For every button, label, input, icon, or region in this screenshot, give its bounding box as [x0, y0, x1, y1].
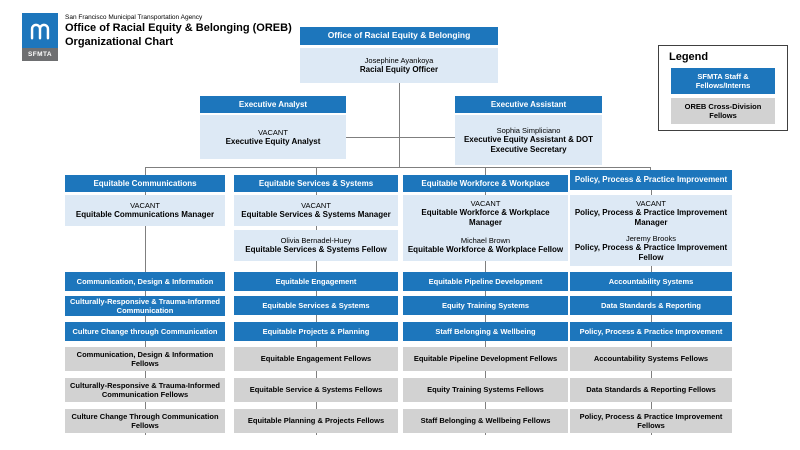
agency-name: San Francisco Municipal Transportation A… [65, 14, 203, 21]
person-name: Olivia Bernadel-Huey [280, 236, 352, 246]
division-header: Equitable Communications [65, 175, 225, 192]
page-title: San Francisco Municipal Transportation A… [65, 14, 292, 50]
division-header: Equitable Services & Systems [234, 175, 398, 192]
fellow-group-box: Communication, Design & Information Fell… [65, 347, 225, 371]
manager-card: VACANT Policy, Process & Practice Improv… [570, 195, 732, 232]
person-name: Sophia Simpliciano [496, 125, 561, 135]
fellow-card: Michael Brown Equitable Workforce & Work… [403, 230, 568, 261]
person-name: VACANT [636, 199, 666, 208]
person-name: VACANT [130, 201, 160, 211]
program-box: Culturally-Responsive & Trauma-Informed … [65, 296, 225, 316]
column-equitable-services-systems: Equitable Services & Systems VACANT Equi… [234, 170, 398, 445]
legend-item-fellows: OREB Cross-Division Fellows [671, 98, 775, 124]
program-box: Communication, Design & Information [65, 272, 225, 291]
person-role: Executive Equity Analyst [225, 136, 321, 146]
program-box: Equitable Engagement [234, 272, 398, 291]
person-name: VACANT [470, 199, 501, 208]
program-box: Culture Change through Communication [65, 322, 225, 341]
person-name: Jeremy Brooks [625, 234, 676, 243]
person-role: Equitable Communications Manager [75, 210, 215, 220]
legend-item-staff: SFMTA Staff & Fellows/Interns [671, 68, 775, 94]
connector-stub-col3 [485, 167, 486, 176]
program-box: Equity Training Systems [403, 296, 568, 315]
person-role: Policy, Process & Practice Improvement M… [574, 208, 728, 227]
connector-exec-horizontal [346, 137, 455, 138]
person-name: VACANT [258, 127, 288, 137]
program-box: Equitable Services & Systems [234, 296, 398, 315]
person-role: Equitable Services & Systems Manager [241, 210, 391, 220]
person-role: Policy, Process & Practice Improvement F… [574, 243, 728, 262]
person-role: Equitable Workforce & Workplace Fellow [407, 245, 564, 255]
fellow-card: Olivia Bernadel-Huey Equitable Services … [234, 230, 398, 261]
sfmta-m-icon [30, 23, 50, 39]
person-role: Racial Equity Officer [359, 65, 439, 75]
column-equitable-workforce-workplace: Equitable Workforce & Workplace VACANT E… [403, 170, 568, 445]
connector-stub-col1 [145, 167, 146, 176]
program-box: Accountability Systems [570, 272, 732, 291]
person-name: Josephine Ayankoya [364, 56, 434, 66]
connector-stub-col4 [650, 167, 651, 171]
connector-stub-col2 [316, 167, 317, 176]
exec-analyst-card: VACANT Executive Equity Analyst [200, 115, 346, 159]
connector-center-vertical [399, 83, 400, 167]
exec-analyst-header: Executive Analyst [200, 96, 346, 113]
manager-card: VACANT Equitable Communications Manager [65, 195, 225, 226]
fellow-group-box: Culturally-Responsive & Trauma-Informed … [65, 378, 225, 402]
fellow-group-box: Equitable Planning & Projects Fellows [234, 409, 398, 433]
division-header: Policy, Process & Practice Improvement [570, 170, 732, 190]
person-role: Executive Equity Assistant & DOT Executi… [463, 134, 594, 154]
manager-card: VACANT Equitable Services & Systems Mana… [234, 195, 398, 226]
exec-assistant-header: Executive Assistant [455, 96, 602, 113]
sfmta-logo: SFMTA [22, 13, 58, 61]
legend-title: Legend [669, 51, 709, 63]
program-box: Equitable Pipeline Development [403, 272, 568, 291]
legend: Legend SFMTA Staff & Fellows/Interns ORE… [658, 45, 788, 131]
fellow-group-box: Equitable Engagement Fellows [234, 347, 398, 371]
person-role: Equitable Workforce & Workplace Manager [421, 208, 550, 227]
program-box: Policy, Process & Practice Improvement [570, 322, 732, 341]
fellow-group-box: Staff Belonging & Wellbeing Fellows [403, 409, 568, 433]
person-name: VACANT [301, 201, 331, 211]
fellow-group-box: Policy, Process & Practice Improvement F… [570, 409, 732, 433]
connector-distribution-horizontal [145, 167, 651, 168]
fellow-group-box: Accountability Systems Fellows [570, 347, 732, 371]
sfmta-logo-text: SFMTA [22, 48, 58, 61]
division-header: Equitable Workforce & Workplace [403, 175, 568, 192]
program-box: Staff Belonging & Wellbeing [403, 322, 568, 341]
exec-assistant-card: Sophia Simpliciano Executive Equity Assi… [455, 115, 602, 165]
top-office-card: Josephine Ayankoya Racial Equity Officer [300, 48, 498, 83]
chart-title-line1: Office of Racial Equity & Belonging (ORE… [65, 22, 292, 35]
fellow-group-box: Data Standards & Reporting Fellows [570, 378, 732, 402]
person-name: Michael Brown [460, 236, 511, 246]
fellow-group-box: Equity Training Systems Fellows [403, 378, 568, 402]
fellow-card: Jeremy Brooks Policy, Process & Practice… [570, 230, 732, 267]
person-role: Equitable Services & Systems Fellow [245, 245, 387, 255]
column-equitable-communications: Equitable Communications VACANT Equitabl… [65, 170, 225, 445]
column-policy-process-practice: Policy, Process & Practice Improvement V… [570, 170, 732, 445]
chart-title-line2: Organizational Chart [65, 35, 174, 48]
manager-card: VACANT Equitable Workforce & Workplace M… [403, 195, 568, 232]
fellow-group-box: Equitable Service & Systems Fellows [234, 378, 398, 402]
fellow-group-box: Equitable Pipeline Development Fellows [403, 347, 568, 371]
top-office-header: Office of Racial Equity & Belonging [300, 27, 498, 45]
sfmta-logo-mark-icon [22, 13, 58, 48]
program-box: Equitable Projects & Planning [234, 322, 398, 341]
fellow-group-box: Culture Change Through Communication Fel… [65, 409, 225, 433]
program-box: Data Standards & Reporting [570, 296, 732, 315]
